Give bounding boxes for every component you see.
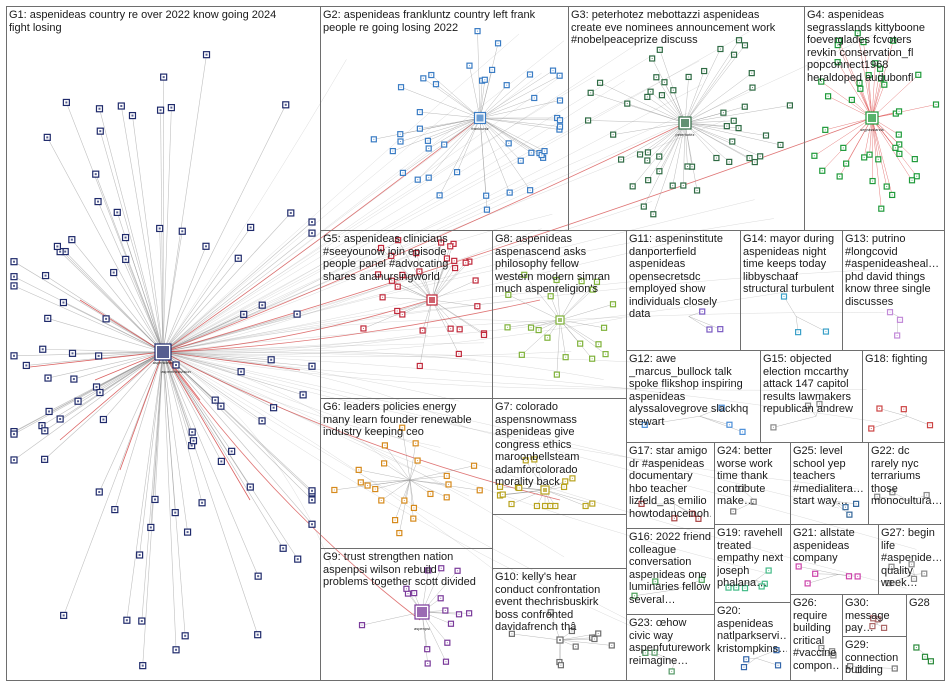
group-label-g19: G19: ravehell treated empathy next josep… [717, 527, 787, 599]
group-label-g6: G6: leaders policies energy many learn f… [323, 401, 489, 545]
group-label-g14: G14: mayor during aspenideas night time … [743, 233, 839, 347]
group-label-g20: G20: aspenideas natlparkservi… kristompk… [717, 605, 787, 677]
group-label-g21: G21: allstate aspenideas company [793, 527, 875, 591]
group-label-g25: G25: level school yep teachers #medialit… [793, 445, 865, 521]
group-label-g26: G26: require building critical #vaccine … [793, 597, 839, 677]
group-label-g29: G29: connection building [845, 639, 903, 677]
group-label-g8: G8: aspenideas aspenascend asks philosop… [495, 233, 623, 395]
group-label-g18: G18: fighting [865, 353, 941, 439]
group-label-g24: G24: better worse work time thank contri… [717, 445, 787, 521]
group-label-g23: G23: œhow civic way aspenfuturework reim… [629, 617, 711, 677]
group-label-g1: G1: aspenideas country re over 2022 know… [9, 9, 317, 677]
group-label-g5: G5: aspenideas clinicians #seeyounow joi… [323, 233, 489, 395]
group-label-g11: G11: aspeninstitute danporterfield aspen… [629, 233, 737, 347]
group-label-g10: G10: kelly's hear conduct confrontation … [495, 571, 623, 677]
group-label-g30: G30: message pay… [845, 597, 903, 633]
group-label-g16: G16: 2022 friend colleague conversation … [629, 531, 711, 611]
group-label-g12: G12: awe _marcus_bullock talk spoke flik… [629, 353, 757, 439]
group-label-g17: G17: star amigo dr #aspenideas documenta… [629, 445, 711, 525]
group-label-g15: G15: objected election mccarthy attack 1… [763, 353, 859, 439]
group-label-g3: G3: peterhotez mebottazzi aspenideas cre… [571, 9, 801, 227]
group-label-g7: G7: colorado aspensnowmass aspenideas gi… [495, 401, 623, 511]
group-label-g9: G9: trust strengthen nation aspenpsi wil… [323, 551, 489, 677]
group-label-g13: G13: putrino #longcovid #aspenideasheal…… [845, 233, 941, 347]
group-label-g4: G4: aspenideas segrasslands kittyboone f… [807, 9, 941, 227]
group-label-g22: G22: dc rarely nyc terrariums those mono… [871, 445, 941, 521]
group-label-g2: G2: aspenideas frankluntz country left f… [323, 9, 565, 227]
group-label-g27: G27: begin life #aspenide… quality week… [881, 527, 941, 591]
group-label-g28: G28 [909, 597, 941, 677]
